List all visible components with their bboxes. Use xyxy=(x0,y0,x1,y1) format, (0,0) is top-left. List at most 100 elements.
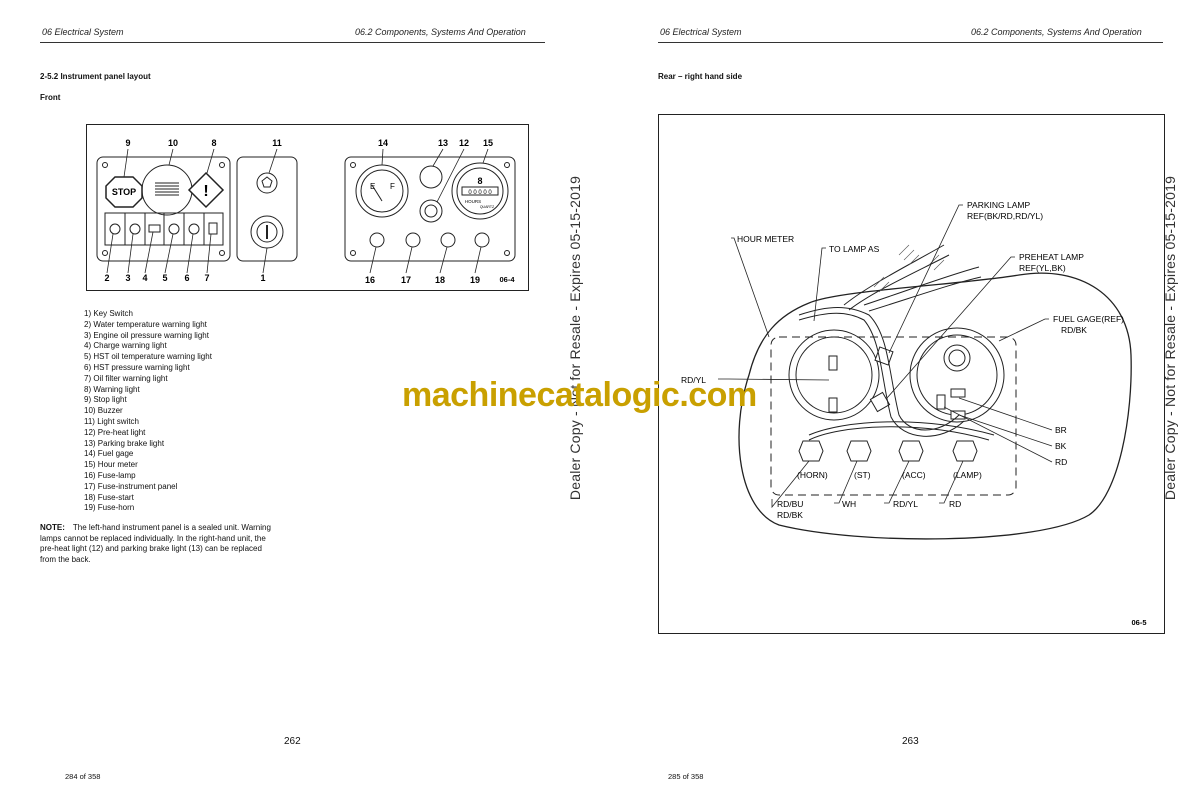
wiring-rear-drawing: HOUR METER TO LAMP AS PARKING LAMP REF(B… xyxy=(681,200,1147,627)
callout-16: 16 xyxy=(365,275,375,285)
hour-digits: 0 0 0 0 0 xyxy=(468,190,492,196)
legend-item: 15) Hour meter xyxy=(84,460,138,470)
lamp-connector xyxy=(952,440,978,462)
legend-item: 2) Water temperature warning light xyxy=(84,319,207,329)
callout-2: 2 xyxy=(104,273,109,283)
svg-text:!: ! xyxy=(203,183,208,200)
oil-pressure-icon xyxy=(129,223,141,235)
legend-item: 16) Fuse-lamp xyxy=(84,470,136,480)
right-page-number: 263 xyxy=(902,736,919,747)
horn-connector xyxy=(798,440,824,462)
component-legend: 1) Key Switch 2) Water temperature warni… xyxy=(84,309,212,514)
panel-outline xyxy=(738,272,1132,540)
label-rd-bu: RD/BU xyxy=(777,499,803,509)
callout-8: 8 xyxy=(211,138,216,148)
label-acc: (ACC) xyxy=(902,470,926,480)
label-bk: BK xyxy=(1055,441,1067,451)
legend-item: 6) HST pressure warning light xyxy=(84,362,190,372)
hst-pressure-icon xyxy=(188,223,200,235)
label-st: (ST) xyxy=(854,470,871,480)
label-hour-meter: HOUR METER xyxy=(737,234,794,244)
left-sealed-panel xyxy=(96,156,231,262)
label-preheat-ref: REF(YL,BK) xyxy=(1019,263,1066,273)
label-parking-lamp: PARKING LAMP xyxy=(967,200,1030,210)
fuel-gage-rear xyxy=(788,329,880,421)
hours-text: HOURS xyxy=(465,199,481,204)
legend-item: 10) Buzzer xyxy=(84,406,123,416)
hour-meter-icon xyxy=(451,162,509,220)
st-connector xyxy=(846,440,872,462)
figure-id-06-4: 06-4 xyxy=(499,275,515,284)
legend-item: 11) Light switch xyxy=(84,416,139,426)
legend-item: 1) Key Switch xyxy=(84,309,133,318)
legend-item: 4) Charge warning light xyxy=(84,341,167,351)
label-to-lamp: TO LAMP AS xyxy=(829,244,880,254)
hst-oil-temp-icon xyxy=(168,223,180,235)
water-temp-icon xyxy=(109,223,121,235)
note-paragraph: NOTE:The left-hand instrument panel is a… xyxy=(40,523,278,565)
instrument-panel-figure: 9 10 8 11 14 13 12 15 STOP xyxy=(86,124,529,291)
callout-1: 1 xyxy=(260,273,265,283)
callout-11: 11 xyxy=(272,138,282,148)
warning-light-icon xyxy=(187,171,225,209)
label-rd-bk: RD/BK xyxy=(777,510,803,520)
callout-19: 19 xyxy=(470,275,480,285)
callout-9: 9 xyxy=(125,138,130,148)
callout-13: 13 xyxy=(438,138,448,148)
preheat-light-icon xyxy=(419,199,443,223)
right-section-title: Rear – right hand side xyxy=(658,72,743,81)
hour-meter-rear xyxy=(909,327,1005,423)
right-header-chapter: 06 Electrical System xyxy=(660,27,742,37)
callout-3: 3 xyxy=(125,273,130,283)
left-page-number: 262 xyxy=(284,736,301,747)
callout-15: 15 xyxy=(483,138,493,148)
legend-item: 19) Fuse-horn xyxy=(84,503,135,513)
acc-connector xyxy=(898,440,924,462)
label-preheat-lamp: PREHEAT LAMP xyxy=(1019,252,1084,262)
left-header-chapter: 06 Electrical System xyxy=(42,27,124,37)
label-br: BR xyxy=(1055,425,1067,435)
label-fuel-gage: FUEL GAGE(REF) xyxy=(1053,314,1124,324)
callout-18: 18 xyxy=(435,275,445,285)
parking-brake-light-icon xyxy=(419,165,443,189)
figure-id-06-5: 06-5 xyxy=(1131,618,1146,627)
fuse-lamp-icon xyxy=(369,232,385,248)
left-page: 06 Electrical System 06.2 Components, Sy… xyxy=(40,27,545,781)
brand-text: QUARTZ xyxy=(480,205,495,209)
legend-item: 12) Pre-heat light xyxy=(84,427,146,437)
callout-7: 7 xyxy=(204,273,209,283)
legend-item: 14) Fuel gage xyxy=(84,449,134,459)
light-switch-icon xyxy=(256,172,278,194)
svg-text:8: 8 xyxy=(477,176,482,186)
legend-item: 3) Engine oil pressure warning light xyxy=(84,330,209,340)
callout-12: 12 xyxy=(459,138,469,148)
instrument-panel-drawing: 9 10 8 11 14 13 12 15 STOP xyxy=(96,138,516,285)
fuel-gage-icon xyxy=(355,164,409,218)
stop-text: STOP xyxy=(112,187,136,197)
fuse-start-icon xyxy=(440,232,456,248)
switch-panel xyxy=(236,156,298,262)
label-horn: (HORN) xyxy=(797,470,828,480)
legend-item: 5) HST oil temperature warning light xyxy=(84,352,212,362)
label-rd-bottom: RD xyxy=(949,499,961,509)
legend-item: 13) Parking brake light xyxy=(84,438,165,448)
right-page: 06 Electrical System 06.2 Components, Sy… xyxy=(595,0,1190,792)
note-text: The left-hand instrument panel is a seal… xyxy=(40,523,271,564)
fuse-horn-icon xyxy=(474,232,490,248)
callout-14: 14 xyxy=(378,138,388,148)
legend-item: 18) Fuse-start xyxy=(84,492,134,502)
right-header-section: 06.2 Components, Systems And Operation xyxy=(971,27,1142,37)
charge-icon xyxy=(148,224,161,233)
panel-dashed-outline xyxy=(770,336,1017,496)
right-page-of: 285 of 358 xyxy=(668,772,704,781)
callout-5: 5 xyxy=(162,273,167,283)
label-rd-yl-bottom: RD/YL xyxy=(893,499,918,509)
label-rd-right: RD xyxy=(1055,457,1067,467)
fuse-instrument-icon xyxy=(405,232,421,248)
callout-10: 10 xyxy=(168,138,178,148)
label-lamp: (LAMP) xyxy=(953,470,982,480)
label-parking-lamp-ref: REF(BK/RD,RD/YL) xyxy=(967,211,1043,221)
legend-item: 7) Oil filter warning light xyxy=(84,373,168,383)
callout-4: 4 xyxy=(142,273,147,283)
legend-item: 17) Fuse-instrument panel xyxy=(84,481,178,491)
